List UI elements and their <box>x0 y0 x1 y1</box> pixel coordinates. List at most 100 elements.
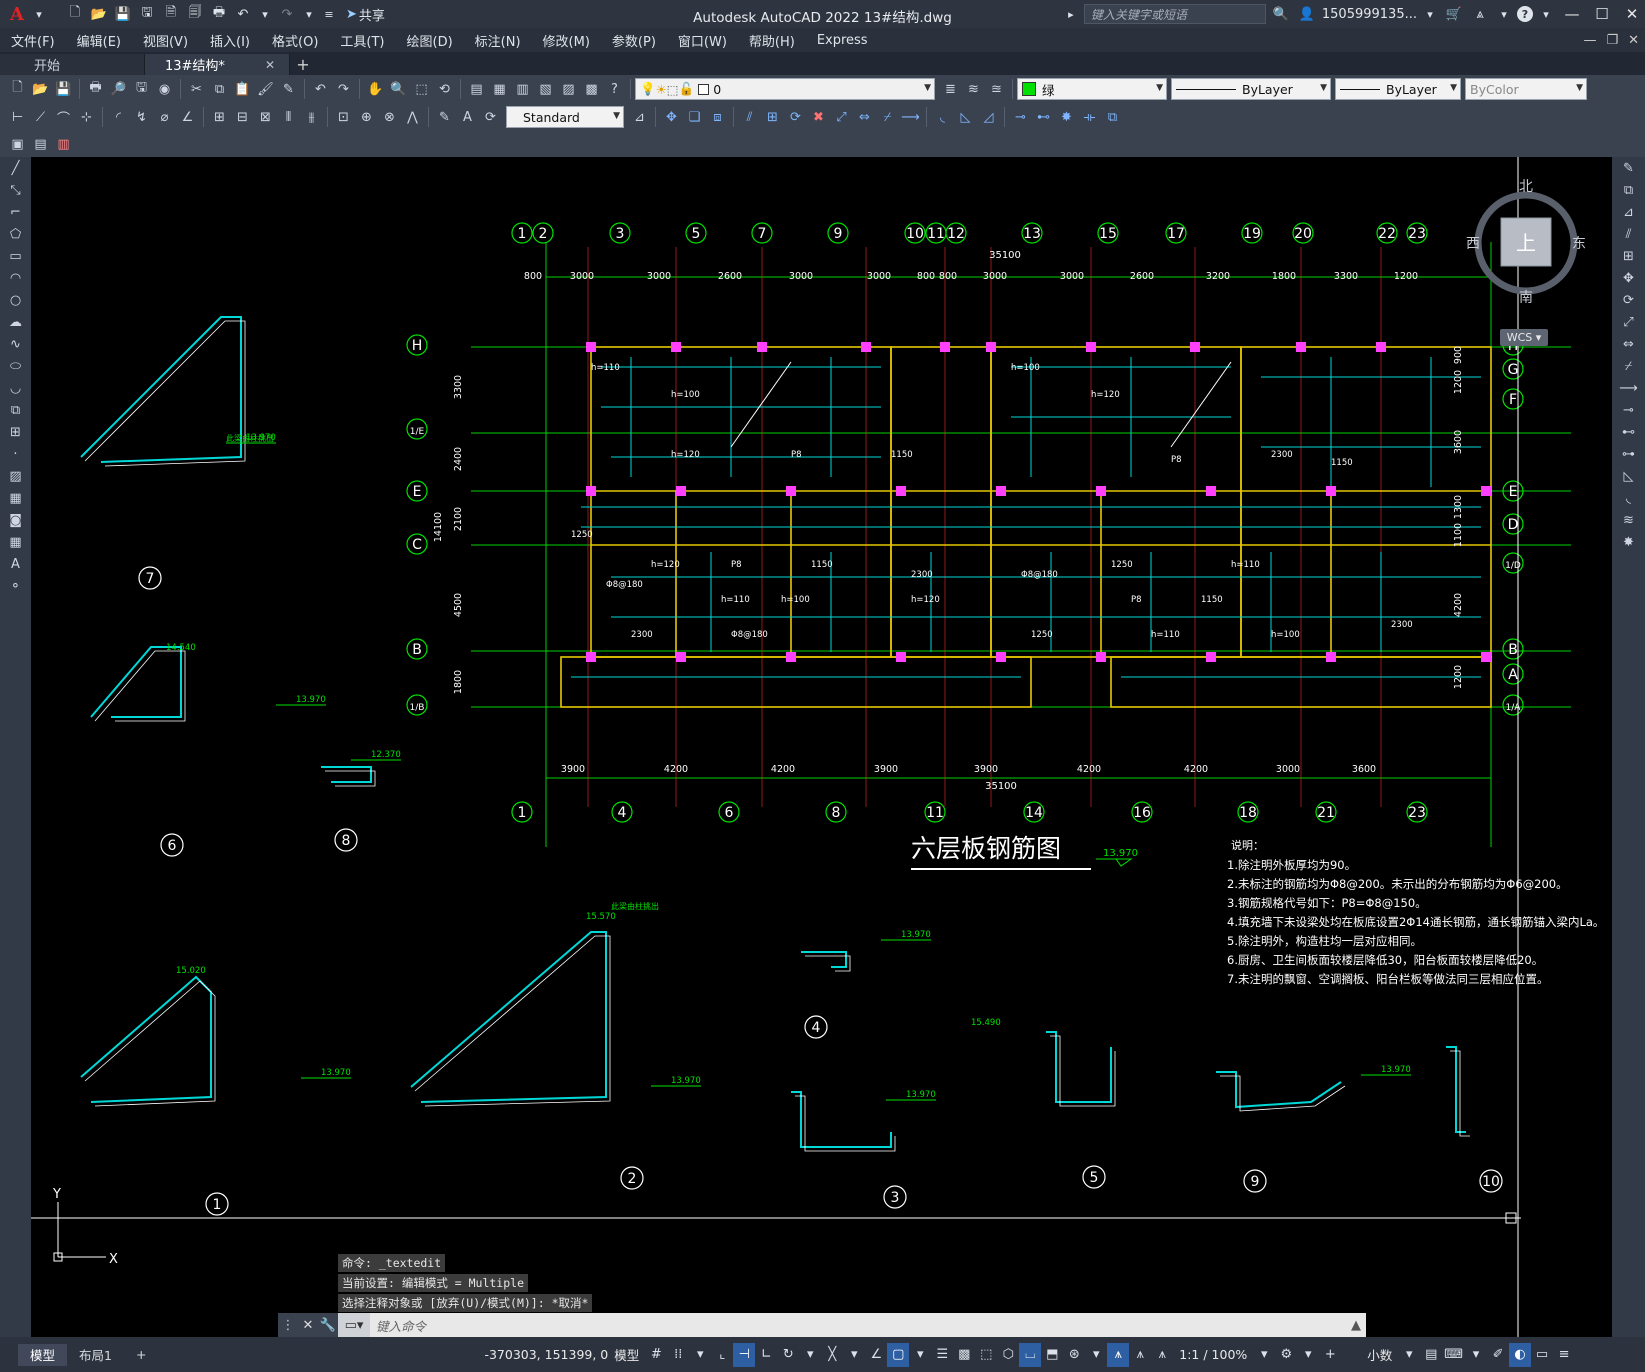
redo-dropdown-icon[interactable]: ▾ <box>306 7 312 21</box>
make-current-icon[interactable]: ≋ <box>968 81 979 97</box>
menu-tools[interactable]: 工具(T) <box>340 34 385 50</box>
object-snap-icon[interactable]: ▢ <box>887 1342 910 1367</box>
dim-linear-icon[interactable]: ⊢ <box>11 109 24 125</box>
command-recent-icon[interactable]: ▭▾ <box>338 1313 370 1337</box>
scale-side-icon[interactable]: ⤢ <box>1623 314 1634 330</box>
doc-restore-icon[interactable]: ❐ <box>1606 32 1619 48</box>
erase-icon[interactable]: ✖ <box>813 109 824 125</box>
calculator-icon[interactable]: ▩ <box>585 81 598 97</box>
autocad-logo[interactable]: A <box>10 3 24 25</box>
tool-palettes-icon[interactable]: ▥ <box>516 81 529 97</box>
user-name[interactable]: 1505999135... <box>1321 6 1417 22</box>
explode-side-icon[interactable]: ✸ <box>1623 534 1634 550</box>
menu-view[interactable]: 视图(V) <box>142 34 189 50</box>
annotation-scale-icon[interactable]: ⩚ <box>1158 1347 1166 1362</box>
save-web-icon[interactable]: 🗐 <box>188 5 202 20</box>
dim-break-icon[interactable]: ⫵ <box>308 109 315 125</box>
join-side-icon[interactable]: ⊶ <box>1622 446 1635 462</box>
menu-format[interactable]: 格式(O) <box>272 34 319 50</box>
dynamic-ucs-icon[interactable]: ⌴ <box>1019 1342 1042 1367</box>
align-icon[interactable]: ⧉ <box>1107 109 1118 125</box>
viewcube-top-label[interactable]: 上 <box>1516 231 1536 255</box>
plot-tb-icon[interactable]: 🖶 <box>89 80 102 95</box>
model-space-toggle[interactable]: 模型 <box>614 1348 640 1363</box>
redo-tb-icon[interactable]: ↷ <box>338 81 349 97</box>
scale-icon[interactable]: ⤢ <box>836 109 847 125</box>
redo-icon[interactable]: ↷ <box>281 6 293 22</box>
offset-icon[interactable]: ⫽ <box>746 109 753 125</box>
move-icon[interactable]: ✥ <box>666 109 677 125</box>
fillet-side-icon[interactable]: ◟ <box>1625 490 1632 506</box>
qnew-icon[interactable]: 🗋 <box>12 80 23 95</box>
new-tab-button[interactable]: + <box>296 55 310 74</box>
add-selected-icon[interactable]: ⚬ <box>10 578 21 594</box>
copy-side-icon[interactable]: ⧉ <box>1623 182 1634 198</box>
auto-scale-icon[interactable]: ⩚ <box>1136 1347 1144 1362</box>
join-icon[interactable]: ⊷ <box>1037 109 1050 125</box>
user-icon[interactable]: 👤 <box>1298 6 1315 22</box>
share-button[interactable]: ➤ 共享 <box>346 5 385 24</box>
dim-ordinate-icon[interactable]: ⊹ <box>81 109 92 125</box>
inspection-icon[interactable]: ⊗ <box>384 109 395 125</box>
zoom-previous-icon[interactable]: ⟲ <box>439 81 450 97</box>
menu-help[interactable]: 帮助(H) <box>748 34 795 50</box>
gradient-icon[interactable]: ▦ <box>9 490 22 506</box>
layer-dropdown[interactable]: 💡 ☀ ⬚ 🔓 0 ▼ <box>635 78 935 100</box>
erase-side-icon[interactable]: ✎ <box>1623 160 1634 176</box>
menu-express[interactable]: Express <box>816 32 868 48</box>
polar-dropdown-icon[interactable]: ▾ <box>807 1347 814 1362</box>
workspace-gear-icon[interactable]: ⚙ <box>1280 1347 1293 1362</box>
zoom-realtime-icon[interactable]: 🔍 <box>390 81 407 97</box>
dim-jogged-icon[interactable]: ↯ <box>136 109 147 125</box>
rotate-icon[interactable]: ⟳ <box>790 109 801 125</box>
open-icon[interactable]: 📂 <box>32 81 49 97</box>
paste-icon[interactable]: 📋 <box>234 81 251 97</box>
spline-icon[interactable]: ∿ <box>10 336 21 352</box>
snap-dropdown-icon[interactable]: ▾ <box>697 1347 704 1362</box>
transparency-icon[interactable]: ▩ <box>958 1347 971 1362</box>
copy-object-icon[interactable]: ❏ <box>688 109 701 125</box>
multiline-text-icon[interactable]: A <box>11 556 20 572</box>
revision-cloud-icon[interactable]: ☁ <box>9 314 22 330</box>
block-editor-icon[interactable]: ✎ <box>283 81 294 97</box>
pan-icon[interactable]: ✋ <box>367 81 384 97</box>
isodraft-dropdown-icon[interactable]: ▾ <box>851 1347 858 1362</box>
dim-edit-icon[interactable]: ✎ <box>439 109 450 125</box>
quick-dim-icon[interactable]: ⊞ <box>214 109 225 125</box>
save-tb-icon[interactable]: 💾 <box>55 81 72 97</box>
dim-style-manager-icon[interactable]: ⊿ <box>634 109 645 125</box>
dim-aligned-icon[interactable]: ⟋ <box>35 109 46 125</box>
menu-draw[interactable]: 绘图(D) <box>406 34 453 50</box>
blend-side-icon[interactable]: ≋ <box>1623 512 1634 528</box>
lock-ui-icon[interactable]: ⌨ <box>1444 1347 1464 1362</box>
dim-diameter-icon[interactable]: ⌀ <box>160 109 169 125</box>
layout-tab-model[interactable]: 模型 <box>18 1343 68 1366</box>
search-icon[interactable]: 🔍 <box>1272 6 1289 22</box>
units-dropdown-icon[interactable]: ▾ <box>1406 1347 1413 1362</box>
dim-space-icon[interactable]: ⫴ <box>285 109 292 125</box>
gizmo-icon[interactable]: ⊛ <box>1068 1347 1080 1362</box>
ortho-icon[interactable]: ∟ <box>760 1347 772 1362</box>
object-snap-tracking-icon[interactable]: ∠ <box>870 1347 883 1362</box>
polygon-icon[interactable]: ⬠ <box>9 226 22 242</box>
hatch-icon[interactable]: ▨ <box>9 468 22 484</box>
command-history-toggle-icon[interactable]: ▲ <box>1346 1313 1366 1337</box>
arc-icon[interactable]: ◠ <box>9 270 22 286</box>
dim-update-icon[interactable]: ⟳ <box>485 109 496 125</box>
cursor-coordinates[interactable]: -370303, 151399, 0 <box>484 1347 609 1362</box>
lineweight-dropdown[interactable]: ByLayer ▼ <box>1335 78 1461 100</box>
lineweight-toggle-icon[interactable]: ☰ <box>936 1347 949 1362</box>
attribute-edit-icon[interactable]: ▤ <box>34 136 47 152</box>
chamfer-side-icon[interactable]: ◺ <box>1623 468 1634 484</box>
array-side-icon[interactable]: ⊞ <box>1623 248 1634 264</box>
open-web-icon[interactable]: 🗎 <box>165 5 177 20</box>
stretch-side-icon[interactable]: ⇔ <box>1623 336 1634 352</box>
preview-icon[interactable]: 🔎 <box>110 81 127 97</box>
doc-minimize-icon[interactable]: — <box>1583 32 1597 48</box>
user-dropdown-icon[interactable]: ▾ <box>1427 7 1433 21</box>
break-point-icon[interactable]: ⊸ <box>1623 402 1634 418</box>
minimize-button[interactable]: — <box>1564 5 1580 23</box>
attribute-manager-icon[interactable]: ▥ <box>57 136 70 152</box>
doc-close-icon[interactable]: ✕ <box>1628 32 1639 48</box>
